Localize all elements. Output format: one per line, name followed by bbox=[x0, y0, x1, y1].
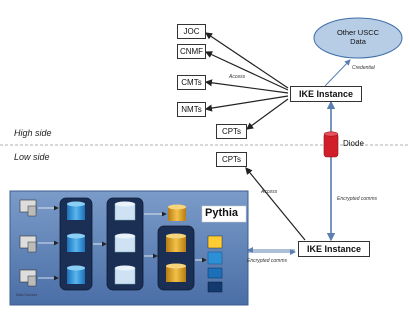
pythia-cylinder bbox=[168, 207, 186, 221]
service-icons bbox=[207, 235, 223, 293]
diode-cylinder bbox=[323, 132, 339, 158]
credential-label: Credential bbox=[352, 65, 375, 71]
data-source-computers bbox=[19, 199, 59, 287]
encrypted-comms-right-label: Encrypted comms bbox=[337, 196, 378, 202]
diode-cap bbox=[323, 131, 339, 137]
cmts-box: CMTs bbox=[177, 75, 206, 90]
low-side-label: Low side bbox=[14, 152, 50, 162]
cpts-low-box: CPTs bbox=[216, 152, 247, 167]
pythia-label-box bbox=[201, 205, 247, 223]
joc-box: JOC bbox=[177, 24, 206, 39]
access-low-label: Access bbox=[261, 189, 278, 195]
arrow-ike-to-joc bbox=[205, 32, 289, 89]
analytics-cylinders bbox=[166, 233, 186, 282]
high-side-label: High side bbox=[14, 128, 52, 138]
diode-label: Diode bbox=[343, 139, 364, 148]
cpts-high-box: CPTs bbox=[216, 124, 247, 139]
access-top-label: Access bbox=[229, 74, 246, 80]
other-uscc-data-label: Other USCC Data bbox=[336, 28, 380, 46]
nmts-box: NMTs bbox=[177, 102, 206, 117]
data-sources-label: Data Sources bbox=[16, 293, 38, 297]
pythia-label: Pythia bbox=[205, 207, 239, 219]
arrow-ike-to-ellipse bbox=[324, 59, 351, 87]
arrow-ike-to-cpts-low bbox=[245, 167, 306, 241]
arrow-ike-to-nmts bbox=[204, 95, 289, 112]
arrow-ike-to-cmts bbox=[204, 79, 289, 94]
arrow-ike-to-cnmf bbox=[204, 51, 289, 91]
cnmf-box: CNMF bbox=[177, 44, 206, 59]
staging-cylinders bbox=[114, 201, 136, 285]
other-uscc-data-ellipse bbox=[313, 17, 403, 59]
encrypted-comms-bottom-label: Encrypted comms bbox=[247, 258, 288, 264]
arrow-ike-to-cpts-high bbox=[246, 98, 289, 130]
ike-instance-bottom: IKE Instance bbox=[298, 241, 370, 257]
ingest-cylinders bbox=[67, 201, 85, 284]
ike-instance-top: IKE Instance bbox=[290, 86, 362, 102]
